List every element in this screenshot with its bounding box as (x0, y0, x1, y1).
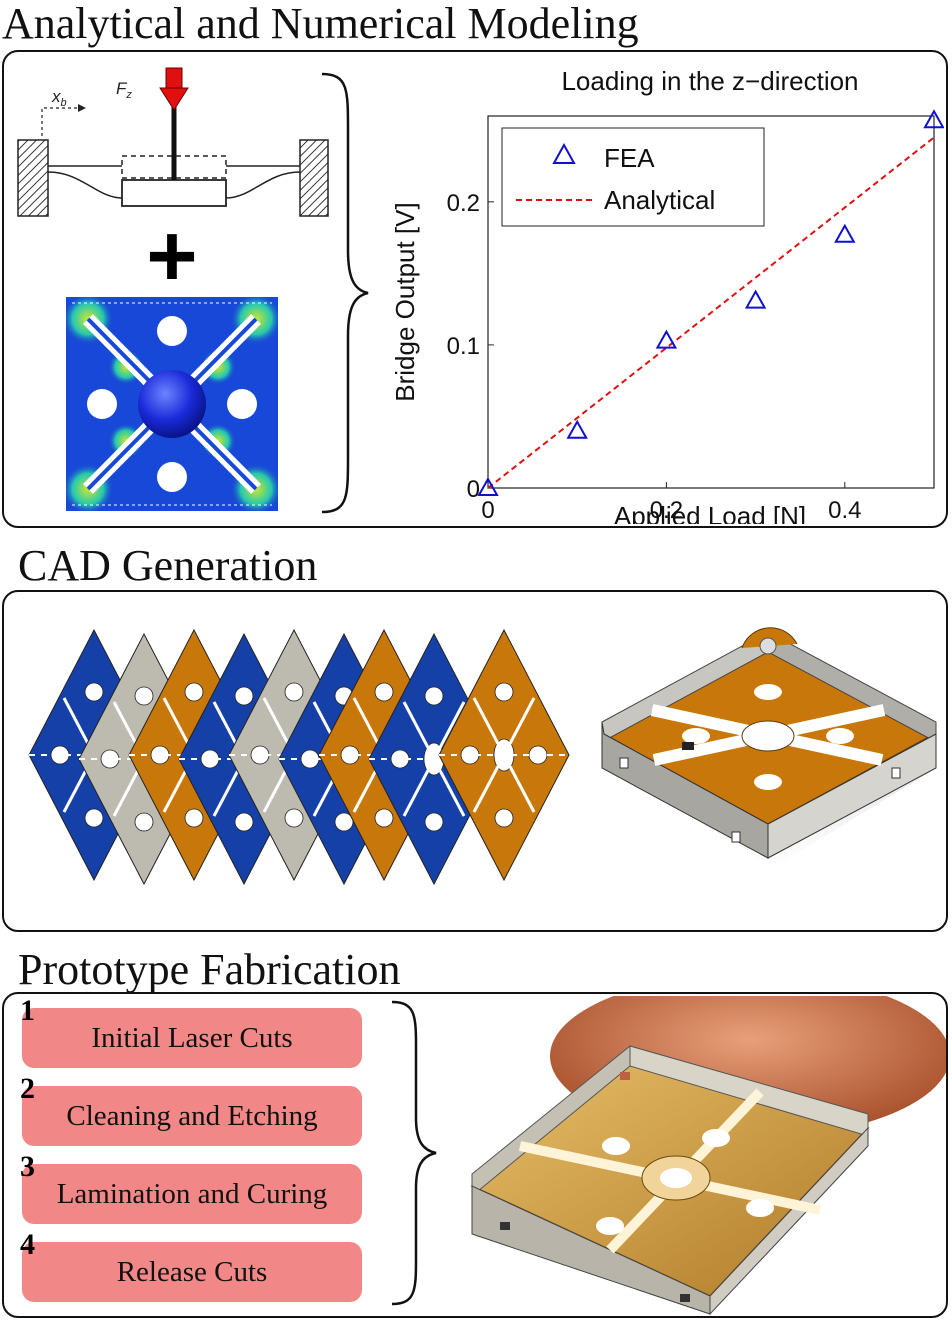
fea-point (655, 329, 678, 349)
right-wall (299, 139, 329, 217)
proof-mass (121, 179, 227, 207)
fea-point (566, 419, 588, 439)
fab-step-4-number: 4 (20, 1228, 35, 1261)
x-tick-label: 0 (481, 497, 494, 524)
fea-point (923, 109, 944, 129)
legend-analytical-label: Analytical (604, 185, 715, 215)
analytical-line (487, 136, 935, 489)
fab-step-3-number: 3 (20, 1150, 35, 1183)
brace-fabrication (391, 1000, 437, 1306)
x-axis-label: xb (51, 87, 67, 109)
fea-simulation-image (66, 297, 278, 511)
layer-orange-3 (437, 628, 571, 882)
section-title-cad: CAD Generation (18, 541, 318, 590)
x-tick-label: 0.2 (650, 497, 683, 524)
plot-area (487, 115, 935, 489)
fab-step-2: 2 Cleaning and Etching (20, 1072, 362, 1146)
fab-step-1-label: Initial Laser Cuts (91, 1022, 293, 1054)
y-tick-label: 0.1 (447, 333, 480, 360)
load-output-chart: Loading in the z−direction 0 0.2 0.4 0 0.1 0.… (390, 66, 944, 524)
fea-point (477, 476, 499, 496)
force-label: Fz (116, 79, 132, 101)
legend-fea-marker (552, 142, 576, 164)
fab-step-3-label: Lamination and Curing (56, 1178, 328, 1210)
force-arrow-icon (159, 67, 189, 111)
y-axis-title: Bridge Output [V] (390, 202, 420, 401)
fab-step-2-label: Cleaning and Etching (66, 1100, 318, 1132)
chart-title: Loading in the z−direction (561, 66, 858, 96)
section-title-fab: Prototype Fabrication (18, 945, 401, 994)
x-axis-title: Applied Load [N] (614, 501, 806, 524)
fab-step-2-number: 2 (20, 1072, 35, 1105)
left-wall (17, 139, 49, 217)
fab-step-1-number: 1 (20, 994, 35, 1027)
y-tick-label: 0 (467, 476, 480, 503)
legend-fea-label: FEA (604, 143, 655, 173)
fab-step-1: 1 Initial Laser Cuts (20, 994, 362, 1068)
assembled-sensor-render (601, 627, 937, 868)
beam-schematic: xb Fz (17, 67, 329, 217)
section-title-analytical: Analytical and Numerical Modeling (2, 0, 639, 48)
plus-symbol: + (146, 206, 198, 305)
fea-point (834, 223, 856, 243)
fab-step-4-label: Release Cuts (116, 1256, 268, 1288)
y-tick-label: 0.2 (447, 190, 480, 217)
fab-step-3: 3 Lamination and Curing (20, 1150, 362, 1224)
exploded-layer-stack-render (27, 628, 571, 886)
x-tick-label: 0.4 (828, 497, 861, 524)
fab-step-4: 4 Release Cuts (20, 1228, 362, 1302)
fabricated-prototype-photo (470, 996, 946, 1316)
brace-analytical (321, 72, 369, 514)
legend-box (501, 127, 765, 227)
axis-ticks: 0 0.2 0.4 0 0.1 0.2 (447, 190, 862, 524)
series-layer (477, 109, 944, 496)
fea-point (744, 289, 767, 309)
